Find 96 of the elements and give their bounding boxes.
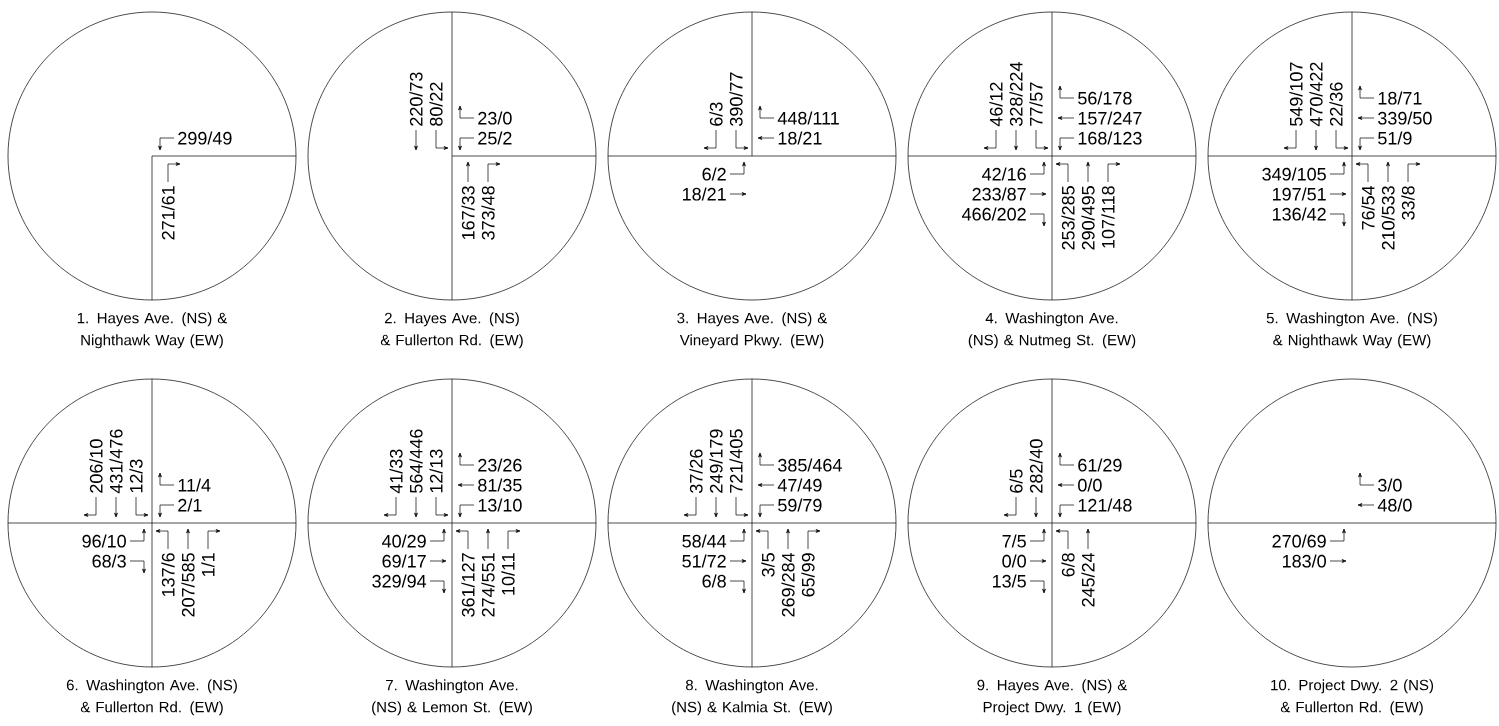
volume-label: 25/2: [478, 131, 512, 145]
volume-label: 40/29: [382, 534, 426, 548]
volume-label: 59/79: [778, 498, 822, 512]
volume-label: 47/49: [777, 478, 822, 492]
volume-label: 299/49: [178, 131, 232, 145]
volume-label: 390/77: [729, 72, 743, 126]
volume-label: 33/8: [1401, 186, 1415, 220]
volume-label: 274/551: [481, 553, 495, 617]
volume-label: 7/5: [1002, 534, 1026, 548]
intersection-caption: 1. Hayes Ave. (NS) & Nighthawk Way (EW): [77, 312, 228, 349]
volume-label: 80/22: [429, 82, 443, 126]
volume-label: 51/72: [682, 554, 726, 568]
volume-label: 210/533: [1381, 186, 1395, 250]
volume-label: 18/21: [683, 187, 726, 201]
volume-label: 107/118: [1101, 186, 1115, 248]
volume-label: 13/10: [478, 498, 522, 512]
volume-label: 157/247: [1078, 111, 1142, 125]
intersection-caption: 5. Washington Ave. (NS) & Nighthawk Way (EW): [1266, 312, 1437, 349]
volume-label: 68/3: [92, 554, 126, 568]
volume-label: 69/17: [382, 554, 426, 568]
intersection-caption: 3. Hayes Ave. (NS) & Vineyard Pkwy. (EW): [677, 312, 828, 349]
volume-label: 58/44: [682, 534, 727, 548]
intersection-caption: 9. Hayes Ave. (NS) & Project Dwy. 1 (EW): [977, 679, 1128, 716]
volume-label: 549/107: [1289, 62, 1303, 126]
volume-label: 373/48: [481, 186, 495, 240]
volume-label: 220/73: [409, 72, 423, 126]
volume-label: 271/61: [161, 186, 175, 240]
volume-label: 61/29: [1078, 458, 1122, 472]
volume-label: 564/446: [409, 429, 423, 493]
volume-label: 282/40: [1029, 439, 1043, 493]
intersection-caption: 10. Project Dwy. 2 (NS) & Fullerton Rd. (EW): [1271, 679, 1433, 716]
volume-label: 56/178: [1078, 91, 1132, 105]
volume-label: 2/1: [178, 498, 202, 512]
volume-label: 51/9: [1378, 131, 1412, 145]
volume-label: 290/495: [1081, 186, 1095, 250]
volume-label: 136/42: [1272, 207, 1326, 221]
volume-label: 1/1: [201, 553, 215, 576]
volume-label: 269/284: [781, 552, 795, 617]
volume-label: 328/224: [1009, 62, 1023, 126]
volume-label: 23/26: [478, 458, 522, 472]
intersection-caption: 4. Washington Ave. (NS) & Nutmeg St. (EW): [968, 312, 1136, 349]
volume-label: 253/285: [1061, 186, 1075, 250]
volume-label: 121/48: [1078, 498, 1132, 512]
volume-label: 249/179: [709, 429, 723, 493]
volume-label: 233/87: [972, 187, 1026, 201]
volume-label: 46/12: [989, 82, 1003, 127]
volume-label: 329/94: [372, 574, 427, 588]
volume-label: 721/405: [729, 429, 743, 493]
volume-label: 76/54: [1361, 185, 1375, 230]
volume-label: 22/36: [1329, 82, 1343, 126]
volume-label: 18/71: [1378, 91, 1422, 105]
volume-label: 349/105: [1262, 167, 1326, 181]
intersection-caption: 7. Washington Ave. (NS) & Lemon St. (EW): [372, 679, 532, 716]
intersection-caption: 2. Hayes Ave. (NS) & Fullerton Rd. (EW): [380, 312, 523, 349]
volume-label: 339/50: [1378, 111, 1432, 125]
volume-label: 42/16: [982, 167, 1026, 181]
volume-label: 13/5: [993, 574, 1026, 588]
volume-label: 6/5: [1009, 469, 1023, 493]
volume-label: 466/202: [962, 207, 1026, 221]
volume-label: 6/3: [709, 102, 723, 126]
volume-label: 207/585: [181, 553, 195, 617]
volume-label: 6/8: [702, 574, 726, 588]
volume-label: 137/6: [161, 553, 175, 597]
volume-label: 81/35: [478, 478, 522, 492]
volume-label: 245/24: [1081, 552, 1095, 607]
volume-label: 448/111: [777, 111, 839, 125]
volume-label: 3/0: [1378, 478, 1402, 492]
volume-label: 41/33: [389, 449, 403, 494]
intersection-caption: 6. Washington Ave. (NS) & Fullerton Rd. (EW): [66, 679, 237, 716]
volume-label: 10/11: [501, 553, 515, 595]
volume-label: 270/69: [1272, 534, 1326, 548]
volume-label: 96/10: [82, 534, 126, 548]
volume-label: 6/8: [1061, 553, 1075, 577]
volume-label: 168/123: [1078, 131, 1142, 145]
volume-label: 3/5: [761, 553, 775, 577]
volume-label: 12/13: [429, 449, 443, 493]
volume-label: 0/0: [1078, 478, 1102, 492]
volume-label: 470/422: [1309, 62, 1323, 127]
volume-label: 183/0: [1283, 554, 1326, 568]
volume-label: 431/476: [109, 429, 123, 494]
volume-label: 23/0: [478, 111, 512, 125]
volume-label: 18/21: [778, 131, 822, 145]
volume-label: 361/127: [461, 553, 475, 617]
volume-label: 206/10: [89, 439, 103, 493]
volume-label: 48/0: [1377, 498, 1412, 512]
volume-label: 77/57: [1029, 82, 1043, 126]
volume-label: 12/3: [129, 459, 143, 493]
intersection-caption: 8. Washington Ave. (NS) & Kalmia St. (EW): [672, 679, 832, 716]
volume-label: 11/4: [178, 478, 211, 492]
volume-label: 167/33: [461, 186, 475, 240]
volume-label: 385/464: [778, 458, 842, 472]
volume-label: 6/2: [702, 167, 726, 181]
volume-label: 0/0: [1002, 554, 1026, 568]
volume-label: 37/26: [689, 449, 703, 493]
volume-label: 65/99: [801, 553, 815, 597]
volume-label: 197/51: [1272, 187, 1326, 201]
